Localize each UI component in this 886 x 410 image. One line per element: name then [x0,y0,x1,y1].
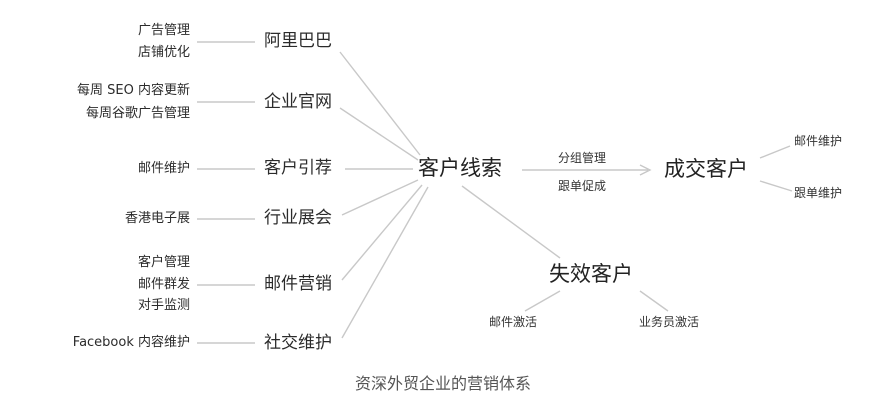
converted-item-email: 邮件维护 [794,134,843,148]
email-item-competitor: 对手监测 [137,298,190,313]
arrowhead-converted [639,164,652,176]
source-referral: 客户引荐 [264,158,332,178]
lost-item-sales: 业务员激活 [639,315,700,329]
alibaba-item-ads: 广告管理 [137,23,190,38]
source-alibaba: 阿里巴巴 [264,31,332,51]
connector-hub-lost [461,185,561,259]
website-item-google-ads: 每周谷歌广告管理 [85,106,190,121]
source-email-marketing: 邮件营销 [264,274,332,294]
node-lost: 失效客户 [549,262,633,286]
connector-social-hub [341,186,429,339]
email-item-mass: 邮件群发 [137,277,190,292]
connector-email-hub [341,184,423,281]
connector-website-hub [339,107,419,161]
referral-item-email: 邮件维护 [137,161,190,176]
social-item-facebook: Facebook 内容维护 [72,335,190,350]
alibaba-item-store: 店铺优化 [137,45,190,60]
connector-converted-email [759,145,791,159]
connector-expo-hub [341,179,419,216]
edge-label-grouping: 分组管理 [558,151,607,165]
hub-leads: 客户线索 [418,156,502,180]
source-social: 社交维护 [264,333,332,353]
source-website: 企业官网 [264,92,332,112]
website-item-seo: 每周 SEO 内容更新 [77,83,190,98]
connector-lost-sales [639,290,669,312]
diagram-caption: 资深外贸企业的营销体系 [354,374,531,393]
connector-converted-followup [759,180,793,192]
lost-item-email: 邮件激活 [489,315,538,329]
edge-label-followup: 跟单促成 [558,179,607,193]
expo-item-hk: 香港电子展 [124,211,190,226]
source-expo: 行业展会 [264,208,332,228]
converted-item-followup: 跟单维护 [794,186,843,200]
connector-alibaba-hub [339,51,421,156]
node-converted: 成交客户 [664,157,748,181]
connector-lost-email [524,290,561,312]
email-item-customer: 客户管理 [137,255,190,270]
